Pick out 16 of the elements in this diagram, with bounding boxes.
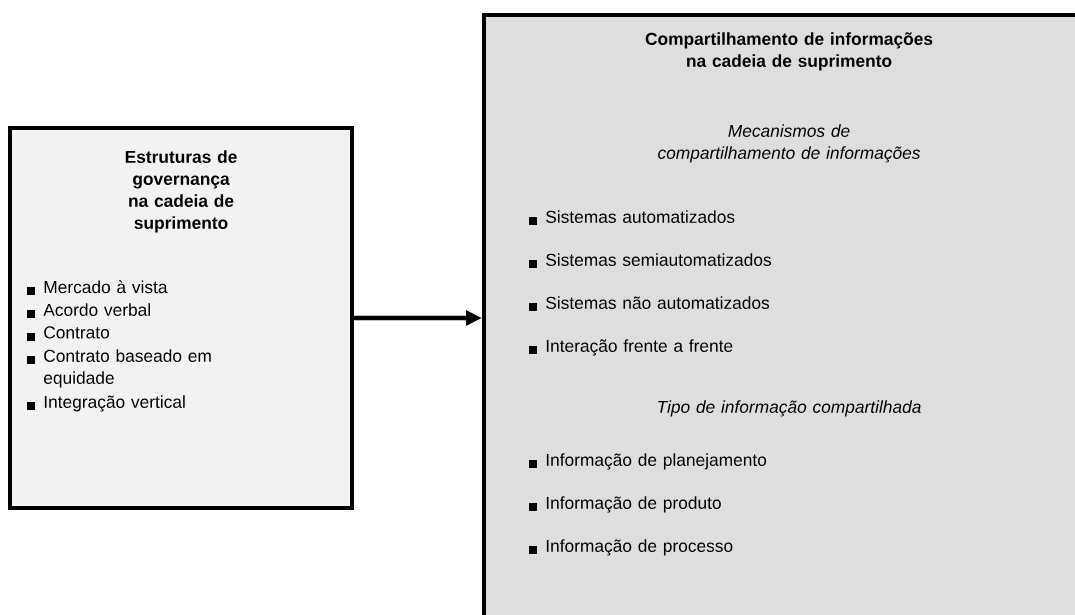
bullet-item: Interação frente a frente <box>529 339 733 356</box>
section-subheading: Tipo de informação compartilhada <box>658 400 921 417</box>
bullet-item: Informação de produto <box>529 496 721 513</box>
bullet-item: Informação de processo <box>529 539 733 556</box>
section-subheading: Mecanismos de compartilhamento de informações <box>658 124 921 163</box>
bullet-item: Contrato baseado em equidade <box>27 349 211 388</box>
bullet-item: Contrato <box>27 326 109 341</box>
box-heading: Compartilhamento de informações na cadeia de suprimento <box>645 32 933 71</box>
bullet-item: Integração vertical <box>27 395 185 412</box>
bullet-item: Informação de planejamento <box>529 453 767 470</box>
bullet-item: Mercado à vista <box>27 280 168 295</box>
box-heading: Estruturas de governança na cadeia de suprimento <box>125 150 237 233</box>
bullet-item: Sistemas semiautomatizados <box>529 253 771 268</box>
bullet-item: Acordo verbal <box>27 303 150 318</box>
bullet-item: Sistemas automatizados <box>529 210 735 225</box>
bullet-item: Sistemas não automatizados <box>529 296 770 311</box>
